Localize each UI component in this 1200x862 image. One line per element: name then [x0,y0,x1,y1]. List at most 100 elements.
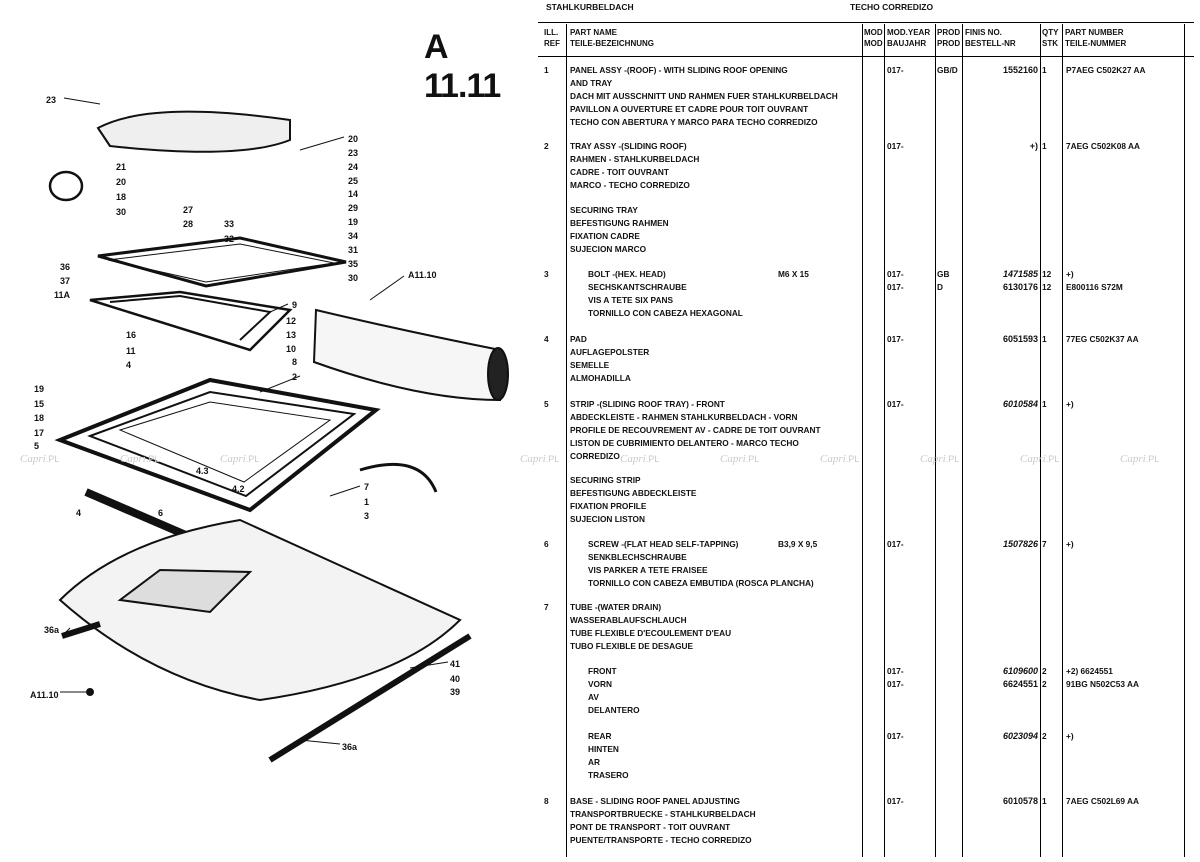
callout-label: 11A [54,290,71,300]
watermark: Capri.PL [720,453,760,465]
callout-label: 18 [116,192,127,202]
watermark: Capri.PL [1120,453,1160,465]
callout-label: A11.10 [408,270,437,280]
row-year: 017- [887,334,904,344]
part-name-line: PROFILE DE RECOUVREMENT AV - CADRE DE TO… [570,425,821,435]
part-name-line: STRIP -(SLIDING ROOF TRAY) - FRONT [570,399,725,409]
part-name-line: CORREDIZO [570,451,620,461]
row-qty: 12 [1042,269,1052,279]
part-name-line: ABDECKLEISTE - RAHMEN STAHLKURBELDACH - … [570,412,798,422]
watermark: Capri.PL [120,453,160,465]
row-prod: GB [937,269,950,279]
diagram-drawing [48,97,509,763]
row-part-number: 7AEG C502K08 AA [1066,141,1140,151]
row-year: 017- [887,399,904,409]
part-name-line: ALMOHADILLA [570,373,631,383]
row-part-number: E800116 S72M [1066,282,1123,292]
part-name-line: MARCO - TECHO CORREDIZO [570,180,690,190]
part-name-line: SEMELLE [570,360,610,370]
watermark: Capri.PL [20,453,60,465]
row-part-number: 7AEG C502L69 AA [1066,796,1140,806]
part-name-line: FRONT [588,666,617,676]
row-prod: GB/D [937,65,958,75]
part-name-line: BOLT -(HEX. HEAD) [588,269,666,279]
part-name-line: PONT DE TRANSPORT - TOIT OUVRANT [570,822,731,832]
part-name-line: PAD [570,334,587,344]
row-finis-number: 6010578 [1002,796,1038,806]
callout-label: 25 [348,176,359,186]
callout-label: 24 [348,162,359,172]
callout-label: 29 [348,203,359,213]
part-name-line: RAHMEN - STAHLKURBELDACH [570,154,700,164]
part-name-line: HINTEN [588,744,619,754]
callout-label: 19 [348,217,359,227]
row-part-number: +) [1066,539,1074,549]
callout-label: 31 [348,245,359,255]
part-name-line: VIS PARKER A TETE FRAISEE [588,565,708,575]
row-qty: 1 [1042,141,1047,151]
callout-label: 30 [116,207,127,217]
rolled-pad-shape [312,308,501,402]
callout-label: 28 [183,219,194,229]
callout-label: 21 [116,162,127,172]
part-name-line: AND TRAY [570,78,613,88]
row-year: 017- [887,679,904,689]
part-name-line: VIS A TETE SIX PANS [588,295,673,305]
part-name-line: AR [588,757,600,767]
part-name-line: PANEL ASSY -(ROOF) - WITH SLIDING ROOF O… [570,65,788,75]
part-name-line: TUBE -(WATER DRAIN) [570,602,662,612]
part-name-line: SUJECION MARCO [570,244,647,254]
row-qty: 1 [1042,334,1047,344]
row-year: 017- [887,65,904,75]
row-finis-number: 6109600 [1002,666,1038,676]
callout-label: 4.3 [196,466,209,476]
row-finis-number: 1552160 [1002,65,1038,75]
row-year: 017- [887,141,904,151]
callout-label: 36 [60,262,71,272]
callout-label: 37 [60,276,71,286]
part-name-line: CADRE - TOIT OUVRANT [570,167,669,177]
callout-label: 36a [342,742,358,752]
row-part-number: 77EG C502K37 AA [1066,334,1139,344]
row-finis-number: 1507826 [1002,539,1038,549]
part-name-line: AV [588,692,599,702]
row-part-name: SCREW -(FLAT HEAD SELF-TAPPING)SENKBLECH… [570,538,890,590]
part-name-line: SECURING TRAY [570,205,638,215]
row-year: 017- [887,539,904,549]
callout-label: 23 [348,148,359,158]
callout-label: 4 [76,508,82,518]
callout-label: 32 [224,234,235,244]
part-name-line: TUBO FLEXIBLE DE DESAGUE [570,641,694,651]
part-name-line: TRAY ASSY -(SLIDING ROOF) [570,141,687,151]
callout-label: 17 [34,428,45,438]
tray-frame-shape [54,377,381,513]
row-year: 017- [887,796,904,806]
row-ref: 1 [544,65,549,75]
part-name-line: SENKBLECHSCHRAUBE [588,552,687,562]
callout-label: 27 [183,205,194,215]
row-part-number: +2) 6624551 [1066,666,1113,676]
row-qty: 1 [1042,399,1047,409]
callout-label: 7 [364,482,370,492]
callout-label: 6 [158,508,164,518]
watermark: Capri.PL [820,453,860,465]
sliding-panel-shape [96,110,291,153]
row-qty: 1 [1042,796,1047,806]
row-part-name: TRAY ASSY -(SLIDING ROOF) RAHMEN - STAHLK… [570,140,890,192]
row-ref: 8 [544,796,549,806]
part-name-line: DELANTERO [588,705,640,715]
callout-label: 39 [450,687,461,697]
header-right-title: TECHO CORREDIZO [850,2,934,12]
row-finis-number: +) [1029,141,1038,151]
part-name-line: PUENTE/TRANSPORTE - TECHO CORREDIZO [570,835,752,845]
row-ref: 7 [544,602,549,612]
watermark: Capri.PL [920,453,960,465]
